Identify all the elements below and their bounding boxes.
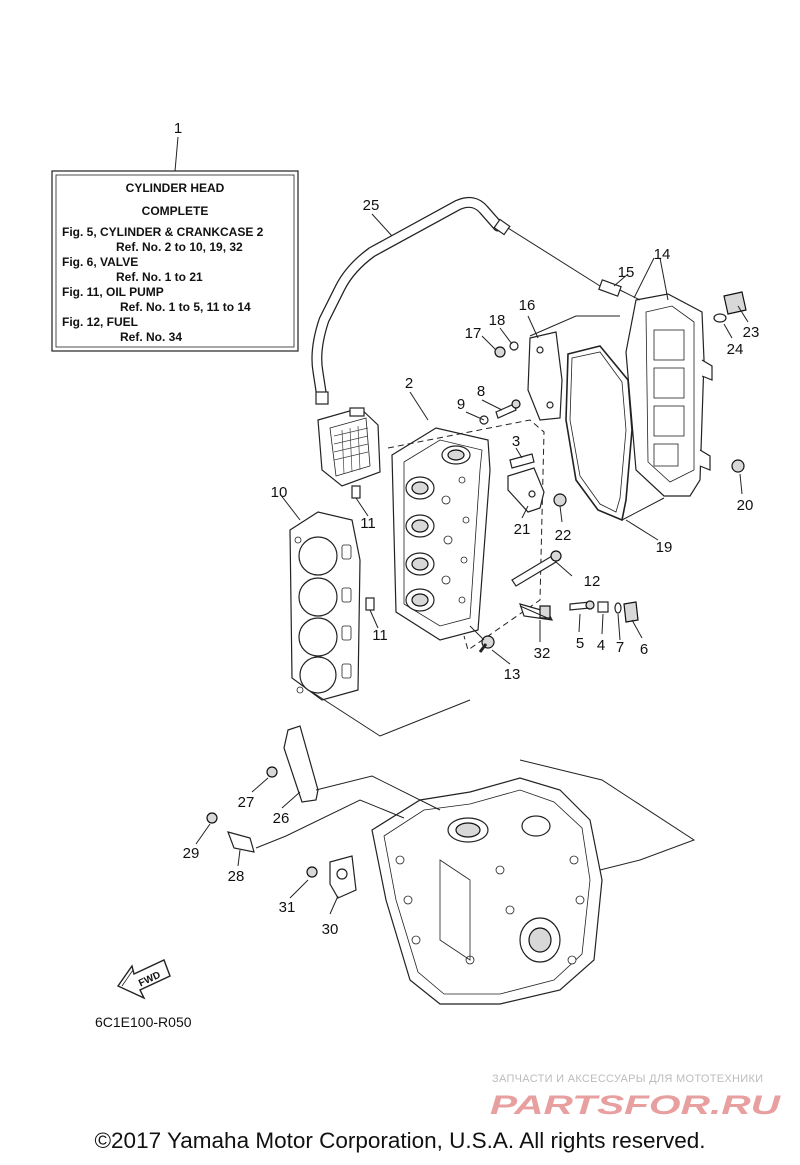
callout-27: 27: [238, 794, 255, 811]
callout-28: 28: [228, 868, 245, 885]
leader-lines: [174, 136, 749, 915]
info-box-line: Fig. 5, CYLINDER & CRANKCASE 2: [62, 225, 264, 239]
breather-cover: [317, 407, 381, 487]
callout-11a: 11: [360, 515, 376, 532]
callout-20: 20: [737, 497, 754, 514]
callout-5: 5: [576, 635, 584, 652]
bracket-21: [507, 467, 545, 513]
hose-25: [311, 196, 511, 405]
head-gasket: [289, 511, 361, 701]
callout-15: 15: [618, 264, 635, 281]
watermark: ЗАПЧАСТИ И АКСЕССУАРЫ ДЛЯ МОТОТЕХНИКИ PA…: [490, 1073, 782, 1120]
assembly-outline: [387, 419, 545, 651]
callout-12: 12: [584, 573, 601, 590]
info-box-title-2: COMPLETE: [142, 204, 209, 218]
fwd-arrow-icon: FWD: [116, 959, 171, 1000]
exhaust-cover: [625, 293, 713, 497]
callout-25: 25: [363, 197, 380, 214]
info-box-line: Ref. No. 1 to 21: [116, 270, 203, 284]
info-box-line: Fig. 11, OIL PUMP: [62, 285, 164, 299]
callout-26: 26: [273, 810, 290, 827]
watermark-tagline: ЗАПЧАСТИ И АКСЕССУАРЫ ДЛЯ МОТОТЕХНИКИ: [492, 1073, 763, 1085]
cover-gasket: [565, 345, 633, 522]
callout-10: 10: [271, 484, 288, 501]
assembly-lines: [255, 227, 696, 871]
info-box-line: Fig. 6, VALVE: [62, 255, 138, 269]
callout-7: 7: [616, 639, 624, 656]
info-box-line: Ref. No. 1 to 5, 11 to 14: [120, 300, 251, 314]
callout-18: 18: [489, 312, 506, 329]
info-box: CYLINDER HEAD COMPLETE Fig. 5, CYLINDER …: [51, 170, 299, 352]
info-box-line: Fig. 12, FUEL: [62, 315, 138, 329]
callout-3: 3: [512, 433, 520, 450]
info-box-title-1: CYLINDER HEAD: [126, 181, 225, 195]
callout-11b: 11: [372, 627, 388, 644]
copyright: ©2017 Yamaha Motor Corporation, U.S.A. A…: [94, 1128, 706, 1153]
hardware: [206, 279, 747, 899]
callout-2: 2: [405, 375, 413, 392]
callout-32: 32: [534, 645, 551, 662]
callout-4: 4: [597, 637, 605, 654]
cylinder-head: [391, 427, 491, 641]
callout-17: 17: [465, 325, 482, 342]
callout-31: 31: [279, 899, 296, 916]
callout-1: 1: [174, 120, 182, 137]
callout-24: 24: [727, 341, 744, 358]
callout-19: 19: [656, 539, 673, 556]
callout-9: 9: [457, 396, 465, 413]
callout-13: 13: [504, 666, 521, 683]
info-box-line: Ref. No. 2 to 10, 19, 32: [116, 240, 243, 254]
crankcase-block: [371, 777, 603, 1005]
callout-30: 30: [322, 921, 339, 938]
callout-6: 6: [640, 641, 648, 658]
callout-29: 29: [183, 845, 200, 862]
watermark-brand: PARTSFOR.RU: [490, 1090, 782, 1120]
diagram-code: 6C1E100-R050: [95, 1014, 192, 1030]
callout-22: 22: [555, 527, 572, 544]
info-box-line: Ref. No. 34: [120, 330, 182, 344]
callout-14: 14: [654, 246, 671, 263]
callouts: 1 2 3 4 5 6 7 8 9 10 11 11 12 13 14 15 1…: [174, 120, 760, 938]
plate-16: [527, 331, 563, 421]
callout-16: 16: [519, 297, 536, 314]
callout-23: 23: [743, 324, 760, 341]
callout-8: 8: [477, 383, 485, 400]
callout-21: 21: [514, 521, 531, 538]
